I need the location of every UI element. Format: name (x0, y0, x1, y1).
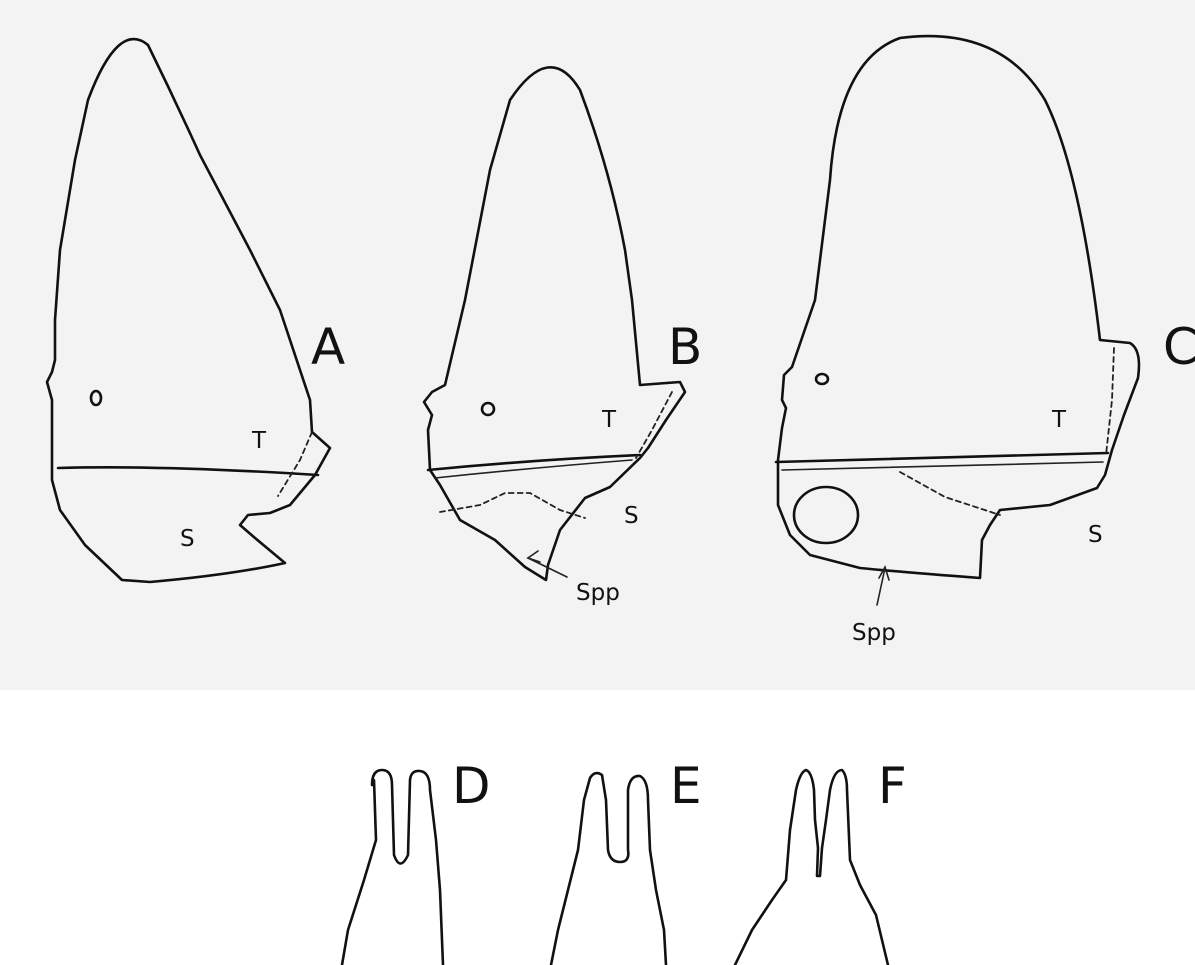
panel-b-sternite-label: S (624, 503, 639, 529)
panel-b-tergite-label: T (601, 407, 617, 433)
panel-d-letter: D (452, 757, 491, 815)
panel-a-letter: A (311, 318, 345, 376)
paper-background-bottom (0, 690, 1195, 965)
panel-e-letter: E (670, 757, 702, 815)
panel-a-tergite-label: T (251, 428, 267, 454)
panel-c-spp-label: Spp (852, 620, 896, 646)
panel-c-letter: C (1163, 318, 1195, 376)
panel-f-letter: F (878, 757, 907, 815)
panel-b-letter: B (668, 318, 702, 376)
panel-a-sternite-label: S (180, 526, 195, 552)
panel-b-spp-label: Spp (576, 580, 620, 606)
panel-c-tergite-label: T (1051, 407, 1067, 433)
panel-c-sternite-label: S (1088, 522, 1103, 548)
